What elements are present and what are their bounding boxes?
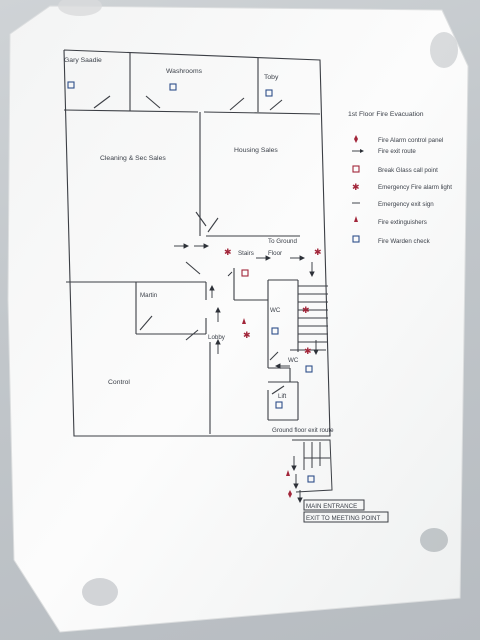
room-label-housing-sales: Housing Sales xyxy=(234,147,278,154)
exit-meeting-point-box xyxy=(303,511,389,523)
arrow-head-icon xyxy=(360,149,364,153)
alarm-light-icon: ✱ xyxy=(224,248,232,258)
ground-floor-inset xyxy=(292,439,389,523)
paper-sheet xyxy=(7,0,469,633)
room-label-martin: Martin xyxy=(140,292,158,299)
fire-warden-square-icon xyxy=(271,327,279,335)
exit-meeting-point-label: EXIT TO MEETING POINT xyxy=(306,515,380,522)
fire-warden-square-icon xyxy=(169,83,177,91)
extinguisher-icon xyxy=(242,318,246,324)
fire-warden-square-icon xyxy=(67,81,75,89)
tape-blob xyxy=(82,578,118,606)
floor-plan xyxy=(63,49,331,437)
room-label-lobby: Lobby xyxy=(208,334,226,341)
tape-blob xyxy=(430,32,458,68)
fire-alarm-panel-icon xyxy=(354,135,358,143)
legend-item-label: Fire Alarm control panel xyxy=(378,137,443,144)
room-label-control: Control xyxy=(108,379,130,386)
alarm-light-icon: ✱ xyxy=(302,306,310,316)
main-entrance-label: MAIN ENTRANCE xyxy=(306,503,357,510)
alarm-light-icon: ✱ xyxy=(314,248,322,258)
alarm-symbols: ✱ ✱ ✱ ✱ ✱ xyxy=(224,248,322,498)
alarm-light-icon: ✱ xyxy=(304,347,312,357)
fire-warden-square-icon xyxy=(307,475,315,483)
legend-title: 1st Floor Fire Evacuation xyxy=(348,111,424,118)
room-label-lift: Lift xyxy=(278,393,287,400)
fire-warden-square-icon xyxy=(305,365,313,373)
ground-floor-label: Ground floor exit route xyxy=(272,427,334,434)
room-label-floor: Floor xyxy=(268,250,282,257)
room-label-washrooms: Washrooms xyxy=(166,68,203,75)
tape-blob xyxy=(420,528,448,552)
tape-blob xyxy=(58,0,102,16)
room-label-wc-upper: WC xyxy=(270,307,281,314)
extinguisher-icon xyxy=(354,216,358,222)
room-label-gary-saadie: Gary Saadie xyxy=(64,57,102,64)
fire-warden-markers xyxy=(67,81,315,483)
legend-item-label: Fire Warden check xyxy=(378,238,431,245)
room-label-to-ground: To Ground xyxy=(268,238,297,245)
main-entrance-box xyxy=(303,499,365,511)
fire-warden-square-icon xyxy=(275,401,283,409)
legend-item-label: Fire extinguishers xyxy=(378,219,427,226)
legend-item-label: Break Glass call point xyxy=(378,167,438,174)
legend-item-label: Emergency Fire alarm light xyxy=(378,184,452,191)
exit-route-arrows xyxy=(174,243,319,504)
alarm-light-icon: ✱ xyxy=(243,331,251,341)
break-glass-square-icon xyxy=(241,269,249,277)
room-label-stairs: Stairs xyxy=(238,250,254,257)
room-label-cleaning-sec-sales: Cleaning & Sec Sales xyxy=(100,155,166,162)
square-blue-icon xyxy=(352,235,360,243)
asterisk-icon: ✱ xyxy=(352,183,360,193)
legend-item-label: Emergency exit sign xyxy=(378,201,434,208)
fire-alarm-panel-icon xyxy=(288,490,292,498)
square-red-icon xyxy=(352,165,360,173)
legend-item-label: Fire exit route xyxy=(378,148,416,155)
legend: 1st Floor Fire Evacuation Fire Alarm con… xyxy=(348,111,452,245)
room-label-toby: Toby xyxy=(264,74,279,81)
room-label-wc-lower: WC xyxy=(288,357,299,364)
extinguisher-icon xyxy=(286,470,290,476)
fire-warden-square-icon xyxy=(265,89,273,97)
